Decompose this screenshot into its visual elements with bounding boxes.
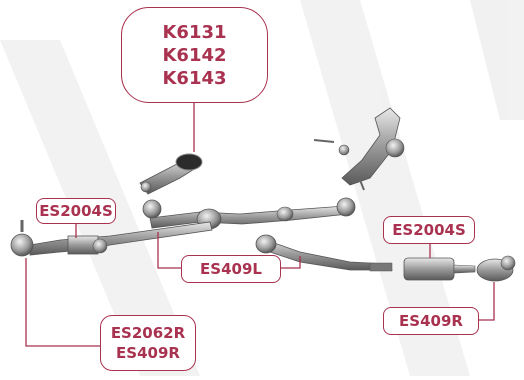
- part-number-k6131: K6131: [162, 21, 226, 44]
- part-label-right-tie-rod-end: ES409R: [383, 307, 479, 335]
- center-link: [143, 198, 355, 229]
- part-number-right-sleeve: ES2004S: [392, 221, 466, 239]
- part-number-es2062r: ES2062R: [111, 323, 185, 343]
- part-label-idler-arm: K6131 K6142 K6143: [121, 7, 268, 103]
- right-tie-rod-end: [404, 256, 515, 281]
- part-number-k6142: K6142: [162, 44, 226, 67]
- part-number-k6143: K6143: [162, 67, 226, 90]
- idler-arm: [140, 154, 202, 194]
- part-label-right-sleeve: ES2004S: [383, 216, 475, 244]
- part-number-es409r-lower: ES409R: [116, 343, 180, 363]
- part-number-left-sleeve: ES2004S: [39, 202, 113, 220]
- part-number-es409r: ES409R: [399, 312, 463, 330]
- part-number-es409l: ES409L: [200, 260, 262, 278]
- part-label-outer-tie-rod-end: ES2062R ES409R: [100, 315, 196, 371]
- part-label-left-sleeve: ES2004S: [36, 198, 116, 224]
- part-label-left-tie-rod: ES409L: [181, 255, 281, 283]
